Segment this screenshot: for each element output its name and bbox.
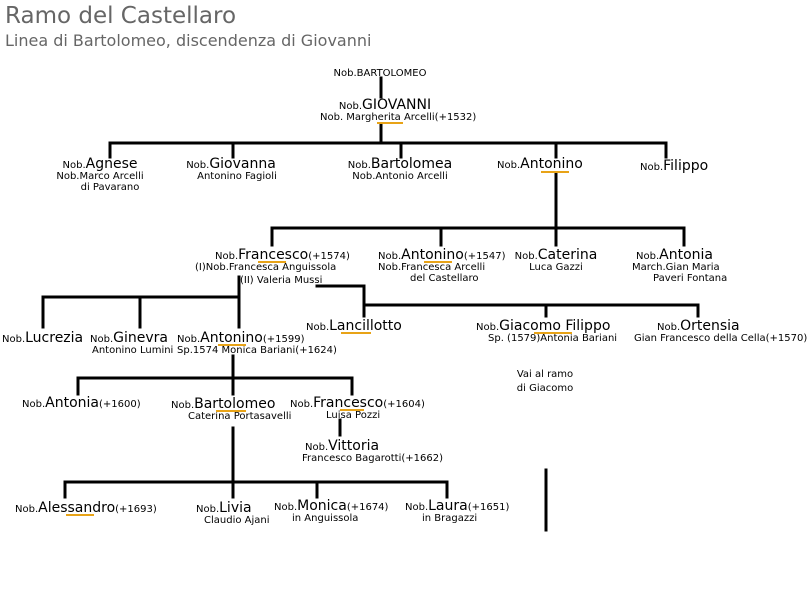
person-name: Vittoria [328, 438, 380, 454]
spouse-line: Sp. (1579)Antonia Bariani [488, 333, 618, 344]
person-bartolomea: Nob.Bartolomea Nob.Antonio Arcelli [335, 157, 465, 182]
link-underline [377, 122, 403, 124]
person-antonino-1547: Nob.Antonino(+1547) Nob.Francesca Arcell… [378, 247, 506, 284]
person-livia: Nob.Livia Claudio Ajani [196, 500, 270, 526]
person-name: Giovanna [209, 156, 276, 172]
person-antonia: Nob.Antonia March.Gian Maria Paveri Font… [632, 247, 728, 284]
link-underline [424, 261, 452, 263]
person-caterina: Nob.Caterina Luca Gazzi [506, 248, 606, 273]
person-name: Caterina [537, 247, 598, 263]
person-name: Agnese [85, 156, 138, 172]
person-giovanni: Nob.GIOVANNI Nob. Margherita Arcelli(+15… [320, 97, 477, 123]
link-underline [541, 171, 569, 173]
person-name: Livia [219, 500, 252, 516]
link-underline [258, 261, 286, 263]
person-name: Filippo [663, 158, 709, 174]
spouse-line: Paveri Fontana [653, 273, 728, 284]
spouse-line: Francesco Bagarotti(+1662) [302, 453, 443, 464]
page-subtitle: Linea di Bartolomeo, discendenza di Giov… [5, 31, 372, 50]
spouse-line: Sp.1574 Monica Bariani(+1624) [177, 345, 337, 356]
spouse-line: Nob.Marco Arcelli [56, 171, 144, 182]
person-bartolomeo: Nob.Bartolomeo Caterina Portasavelli [171, 396, 292, 422]
person-laura: Nob.Laura(+1651) in Bragazzi [405, 498, 510, 524]
page-title: Ramo del Castellaro [5, 3, 237, 29]
spouse-line: Nob. Margherita Arcelli(+1532) [320, 112, 477, 123]
link-underline [341, 332, 371, 334]
person-giacomo-filippo: Nob.Giacomo Filippo Sp. (1579)Antonia Ba… [476, 318, 618, 344]
person-alessandro: Nob.Alessandro(+1693) [15, 500, 157, 516]
spouse-line: Nob.Francesca Arcelli [378, 262, 486, 273]
spouse-line: in Anguissola [292, 513, 359, 524]
spouse-line: Luca Gazzi [529, 262, 583, 273]
spouse-line: Gian Francesco della Cella(+1570) [634, 333, 807, 344]
spouse-line: Nob.Antonio Arcelli [352, 171, 448, 182]
person-name: Antonino [520, 156, 583, 172]
person-francesco-1604: Nob.Francesco(+1604) Luisa Pozzi [290, 395, 425, 421]
person-filippo: Nob.Filippo [640, 158, 709, 174]
spouse-line: Claudio Ajani [204, 515, 270, 526]
person-name: Francesco [313, 395, 384, 411]
spouse-line: di Pavarano [80, 182, 140, 193]
person-name: Bartolomeo [194, 396, 276, 412]
spouse-line: Antonino Fagioli [197, 171, 277, 182]
person-name: Ortensia [680, 318, 740, 334]
person-ginevra: Nob.Ginevra Antonino Lumini [90, 330, 174, 356]
spouse-valeria-mussi: (II) Valeria Mussi [240, 275, 323, 286]
person-name: Laura [428, 498, 468, 514]
person-antonia-1600: Nob.Antonia(+1600) [22, 395, 141, 411]
person-agnese: Nob.Agnese Nob.Marco Arcelli di Pavarano [50, 157, 150, 193]
person-antonino: Nob.Antonino [497, 156, 583, 172]
person-name: Monica [297, 498, 347, 514]
person-francesco-1574: Nob.Francesco(+1574) (I)Nob.Francesca An… [195, 247, 350, 273]
person-giovanna: Nob.Giovanna Antonino Fagioli [176, 157, 286, 182]
person-monica: Nob.Monica(+1674) in Anguissola [274, 498, 389, 524]
spouse-line: (I)Nob.Francesca Anguissola [195, 262, 337, 273]
person-name: Antonia [45, 395, 99, 411]
person-name: Antonino [200, 330, 263, 346]
person-name: Ginevra [113, 330, 168, 346]
person-name: Antonia [659, 247, 713, 263]
spouse-line: in Bragazzi [422, 513, 478, 524]
spouse-line: Luisa Pozzi [326, 410, 381, 421]
person-name: Antonino [401, 247, 464, 263]
link-underline [340, 409, 364, 411]
person-name: GIOVANNI [362, 97, 432, 113]
person-name: Bartolomea [370, 156, 453, 172]
spouse-line: Antonino Lumini [92, 345, 174, 356]
person-name: BARTOLOMEO [356, 68, 427, 79]
person-vittoria: Nob.Vittoria Francesco Bagarotti(+1662) [302, 438, 443, 464]
link-underline [66, 514, 94, 516]
giacomo-branch-link[interactable]: Vai al ramo di Giacomo [516, 369, 574, 394]
spouse-line: March.Gian Maria [632, 262, 720, 273]
person-name: Alessandro [38, 500, 116, 516]
link-underline [216, 410, 246, 412]
person-antonino-1599: Nob.Antonino(+1599) Sp.1574 Monica Baria… [177, 330, 337, 356]
person-name: Lucrezia [25, 330, 84, 346]
person-name: Francesco [238, 247, 309, 263]
link-underline [218, 344, 246, 346]
person-lucrezia: Nob.Lucrezia [2, 330, 84, 346]
spouse-line: del Castellaro [410, 273, 479, 284]
link-underline [534, 332, 572, 334]
person-lancillotto: Nob.Lancillotto [306, 318, 402, 334]
spouse-line: Caterina Portasavelli [188, 411, 292, 422]
person-bartolomeo-root: Nob.BARTOLOMEO [333, 68, 427, 79]
person-ortensia: Nob.Ortensia Gian Francesco della Cella(… [634, 318, 807, 344]
person-name: Lancillotto [329, 318, 402, 334]
person-name: Giacomo Filippo [499, 318, 611, 334]
